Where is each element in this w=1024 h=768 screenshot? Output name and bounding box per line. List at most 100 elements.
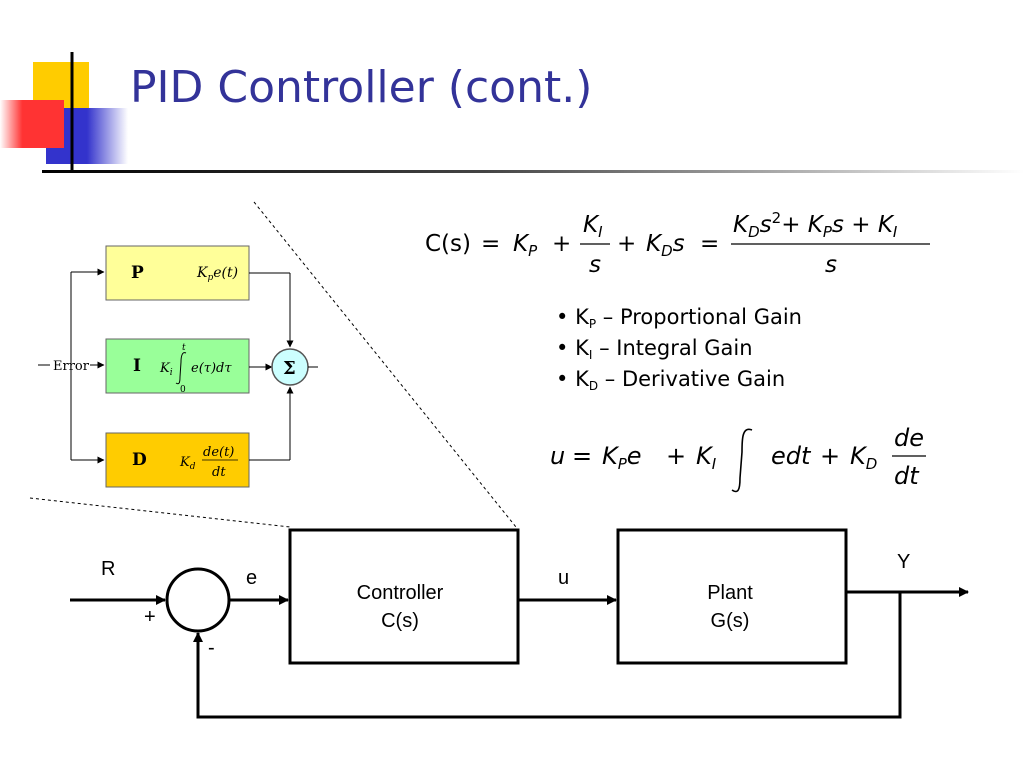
cl-term2-sub: I <box>712 455 717 473</box>
cl-integrand: edt <box>771 442 812 470</box>
output-label: Y <box>897 551 910 573</box>
gain-item-derivative: • KD – Derivative Gain <box>556 367 786 393</box>
tf-rhs-ki-sub: I <box>893 223 898 241</box>
logo-red-bar <box>0 100 64 148</box>
tf-rhs-ki: K <box>878 212 895 238</box>
zoom-line-left <box>29 497 291 528</box>
tf-plus-1: + <box>552 231 571 257</box>
tf-kd-k: K <box>646 231 663 257</box>
tf-equals-2: = <box>700 231 719 257</box>
tf-rhs-den: s <box>825 252 837 278</box>
cl-term1-k: K <box>602 442 620 470</box>
gain-symbol: K <box>575 305 589 329</box>
i-block-letter: I <box>133 356 141 376</box>
controller-label: Controller <box>357 582 444 604</box>
error-label: e <box>246 567 257 589</box>
i-block-lower-limit: 0 <box>180 385 186 395</box>
i-block-k: Ki <box>159 361 173 378</box>
plus-sign: + <box>144 606 156 628</box>
tf-rhs-kd: K <box>733 212 750 238</box>
cl-term1-var: e <box>627 442 642 470</box>
transfer-function-equation: C(s) = KP + KI s + KDs = KDs2+ KPs + KI … <box>425 209 930 278</box>
cl-term3-k: K <box>850 442 868 470</box>
cl-term2: KI <box>696 442 717 473</box>
reference-label: R <box>101 558 115 580</box>
d-block-letter: D <box>132 450 147 470</box>
gain-symbol: K <box>575 336 589 360</box>
feedback-loop-diagram: R + e Controller C(s) u Plant G(s) Y - <box>70 528 969 719</box>
d-block-k: Kd <box>179 455 196 472</box>
gain-item-integral: • KI – Integral Gain <box>556 336 753 362</box>
cl-term1-sub: P <box>618 455 628 473</box>
i-formula-sub: i <box>170 368 173 378</box>
tf-rhs-plus-1: + <box>781 212 800 238</box>
cl-term3-sub: D <box>866 455 878 473</box>
slide-logo <box>0 52 128 170</box>
p-formula-sub: p <box>207 273 213 283</box>
p-block-formula: Kpe(t) <box>196 265 238 283</box>
tf-kp-k: K <box>513 231 530 257</box>
tf-rhs-kp-var: s <box>832 212 844 238</box>
controller-block <box>288 528 520 665</box>
gain-subscript: D <box>588 379 599 393</box>
gain-item-proportional: • KP – Proportional Gain <box>556 305 802 331</box>
p-block-letter: P <box>131 263 144 283</box>
cl-deriv-num: de <box>894 424 924 452</box>
minus-sign: - <box>208 637 215 659</box>
plant-transfer: G(s) <box>711 610 750 632</box>
d-formula-sub: d <box>190 462 196 472</box>
tf-kd-var: s <box>673 231 685 257</box>
tf-lhs: C(s) <box>425 231 471 257</box>
d-block-deriv-den: dt <box>212 465 226 480</box>
gain-description: – Integral Gain <box>599 336 753 360</box>
tf-ki-num-k: K <box>583 212 600 238</box>
loop-sum-junction <box>165 567 231 633</box>
cl-equals: = <box>572 442 592 470</box>
tf-ki-den: s <box>589 252 601 278</box>
tf-rhs-plus-2: + <box>851 212 870 238</box>
tf-kp-sub: P <box>528 242 538 260</box>
cl-plus-1: + <box>666 442 686 470</box>
tf-rhs-kp: K <box>808 212 825 238</box>
d-formula-k: K <box>179 455 191 470</box>
cl-plus-2: + <box>820 442 840 470</box>
p-block <box>105 245 250 301</box>
pid-detail-diagram: Error P Kpe(t) I Ki t 0 e(τ)dτ D Kd de(t… <box>38 245 318 488</box>
controller-transfer: C(s) <box>381 610 419 632</box>
control-law-equation: u = KPe + KI edt + KD de dt <box>550 424 926 493</box>
title-rule <box>42 170 1024 173</box>
tf-plus-2: + <box>617 231 636 257</box>
cl-integral-sign <box>731 428 753 493</box>
plant-label: Plant <box>707 582 753 604</box>
gain-subscript: P <box>588 317 597 331</box>
cl-lhs: u <box>550 442 565 470</box>
i-block-upper-limit: t <box>182 343 186 353</box>
slide-title: PID Controller (cont.) <box>130 62 593 113</box>
control-signal-label: u <box>558 567 569 589</box>
tf-rhs-kp-sub: P <box>823 223 833 241</box>
gain-description: – Proportional Gain <box>602 305 802 329</box>
cl-deriv-den: dt <box>894 462 920 490</box>
gain-description: – Derivative Gain <box>604 367 786 391</box>
gain-list: • KP – Proportional Gain • KI – Integral… <box>556 302 802 395</box>
p-formula-rest: e(t) <box>213 265 238 281</box>
pid-sum-symbol: Σ <box>283 358 296 379</box>
tf-ki-num-sub: I <box>598 223 603 241</box>
tf-ki-num: KI <box>583 212 603 241</box>
cl-term2-k: K <box>696 442 714 470</box>
cl-term1: KPe <box>602 442 642 473</box>
tf-kd-sub: D <box>661 242 673 260</box>
i-block-integrand: e(τ)dτ <box>191 361 232 376</box>
feedback-path <box>193 592 902 719</box>
tf-rhs-exp: 2 <box>772 209 782 227</box>
tf-kp: KP <box>513 231 538 260</box>
tf-rhs-kd-sub: D <box>748 223 760 241</box>
tf-rhs-kd-var: s <box>760 212 772 238</box>
tf-equals-1: = <box>481 231 500 257</box>
cl-term3: KD <box>850 442 877 473</box>
tf-rhs-num: KDs2+ KPs + KI <box>733 209 898 241</box>
plant-block <box>616 528 848 665</box>
tf-kd: KDs <box>646 231 685 260</box>
gain-symbol: K <box>575 367 589 391</box>
